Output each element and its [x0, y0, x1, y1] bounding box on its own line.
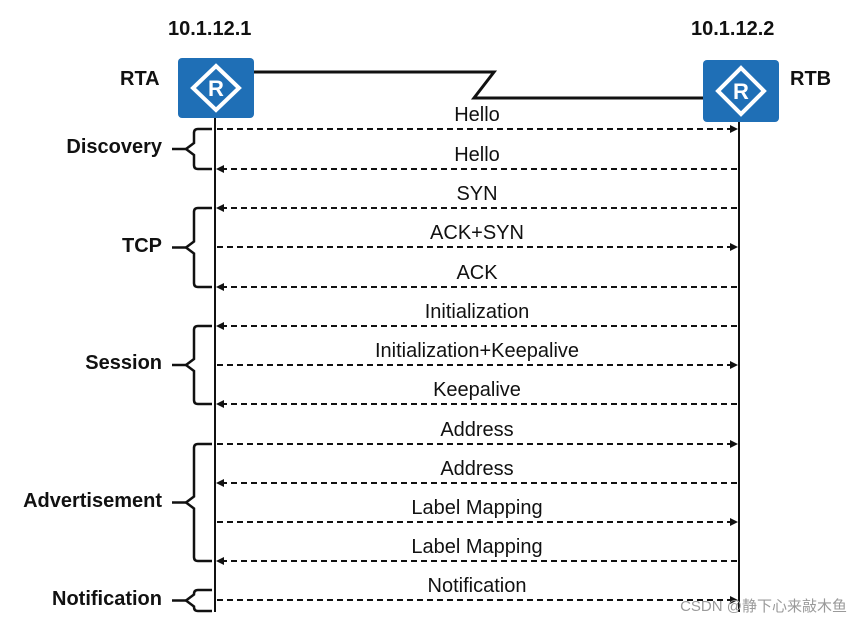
- watermark: CSDN @静下心来敲木鱼: [680, 598, 847, 615]
- svg-text:R: R: [733, 79, 749, 104]
- message-label: Hello: [454, 144, 500, 166]
- phase-brace: [183, 588, 212, 613]
- phase-brace: [183, 442, 212, 563]
- rta-name: RTA: [120, 68, 160, 90]
- message-label: Hello: [454, 104, 500, 126]
- phase-label: Discovery: [66, 136, 162, 158]
- rtb-name: RTB: [790, 68, 832, 90]
- phase-brace: [183, 206, 212, 289]
- message-label: Address: [440, 419, 514, 441]
- message-label: Notification: [427, 575, 527, 597]
- message-label: Initialization+Keepalive: [374, 340, 580, 362]
- phase-brace: [183, 324, 212, 406]
- message-label: ACK+SYN: [430, 222, 524, 244]
- message-label: ACK: [456, 262, 498, 284]
- message-label: Address: [440, 458, 514, 480]
- message-label: Keepalive: [433, 379, 521, 401]
- message-label: Label Mapping: [411, 497, 543, 519]
- phase-label: TCP: [122, 234, 162, 257]
- phase-brace: [183, 127, 212, 171]
- rta-ip-address: 10.1.12.1: [168, 18, 252, 40]
- rtb-router-icon: R: [703, 60, 779, 122]
- phase-label: Session: [85, 352, 162, 374]
- message-label: SYN: [456, 183, 498, 205]
- rta-router-icon: R: [178, 58, 254, 118]
- svg-text:R: R: [208, 76, 224, 101]
- message-label: Label Mapping: [411, 536, 543, 558]
- message-label: Initialization: [424, 301, 530, 323]
- phase-label: Advertisement: [23, 489, 162, 512]
- serial-link: [253, 70, 704, 100]
- rtb-ip-address: 10.1.12.2: [691, 18, 775, 40]
- phase-label: Notification: [52, 587, 162, 610]
